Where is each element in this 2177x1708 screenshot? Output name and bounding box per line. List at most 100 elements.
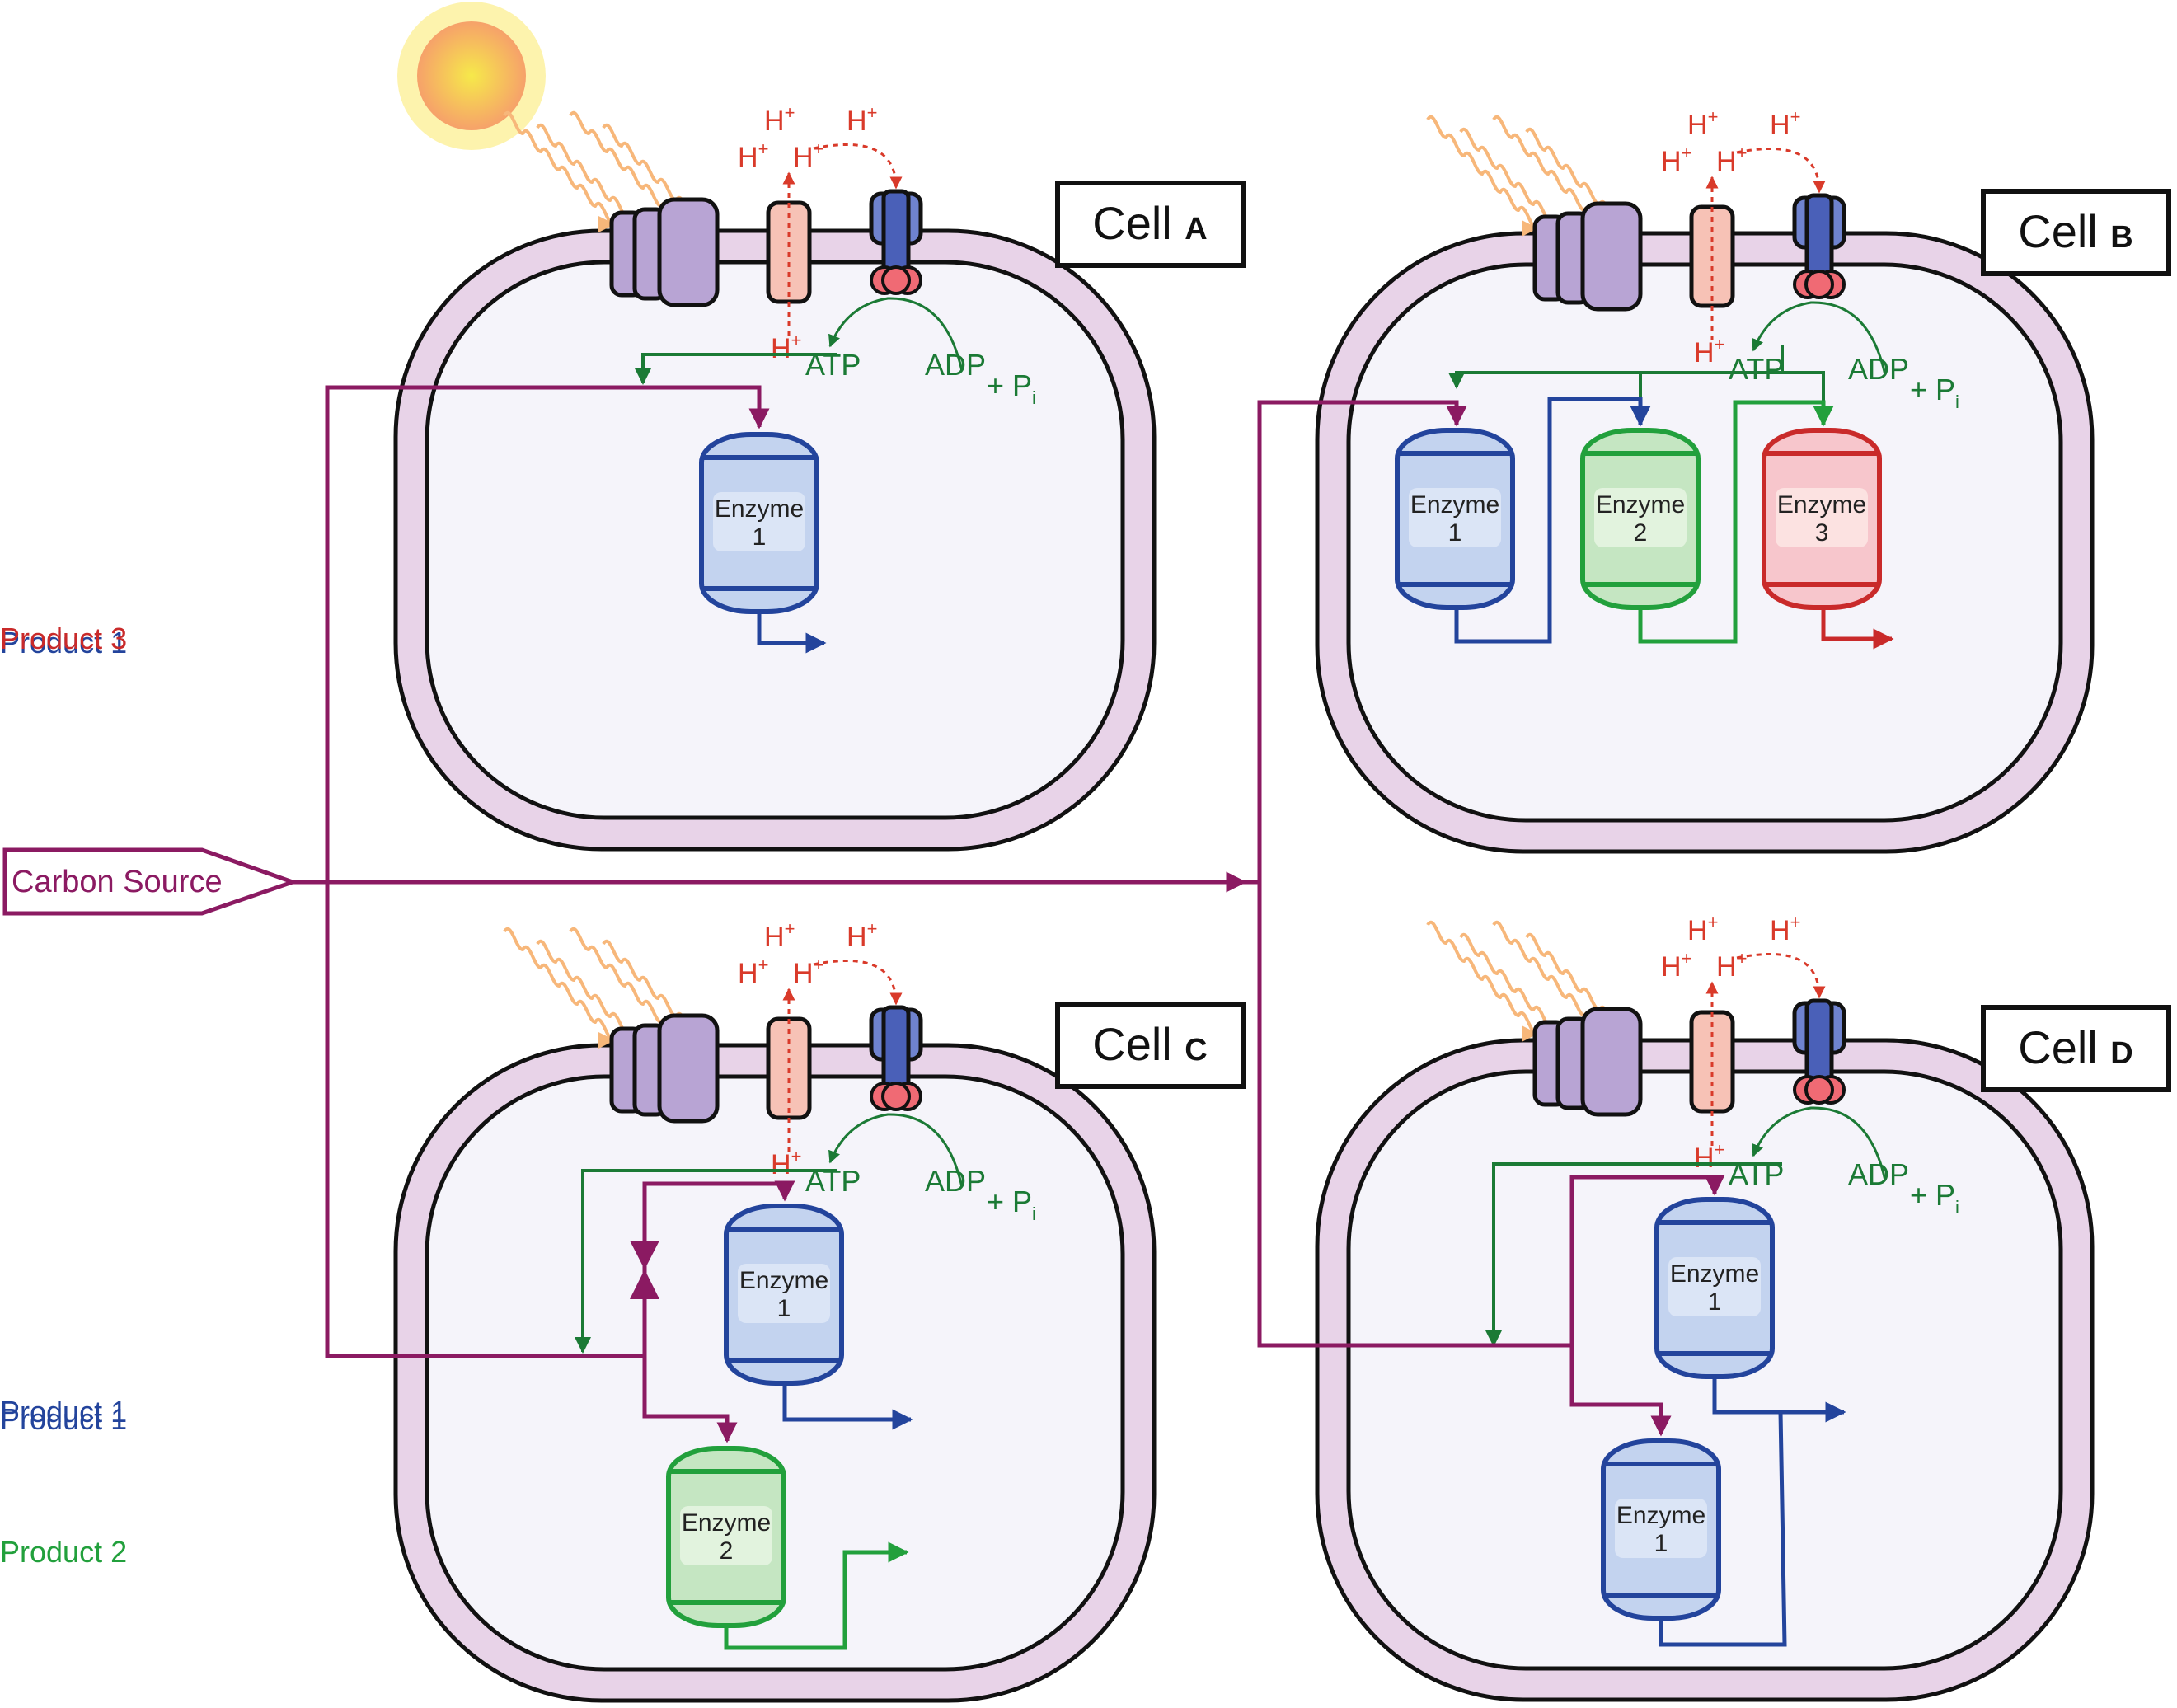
proton-arc (1736, 952, 1826, 999)
proton-label: H+ (793, 138, 823, 173)
adp-label: ADP (1848, 1157, 1909, 1191)
enzyme-label-bg (1776, 488, 1868, 547)
carbon-branch-line (642, 1356, 738, 1443)
carbon-feed-line (1257, 882, 1572, 1348)
proton-label: H+ (847, 918, 877, 953)
light-wave (503, 110, 615, 232)
product-arrow (724, 1541, 909, 1650)
adp-to-atp-arc (828, 297, 964, 372)
enzyme-number: 1 (1708, 1288, 1722, 1316)
product-arrow (757, 612, 827, 654)
cell-title: Cell D (2018, 1021, 2132, 1073)
product-label: Product 1 (0, 1402, 127, 1436)
atp-synthase-stalk (1804, 193, 1834, 280)
carbon-source: Carbon Source (2, 847, 1260, 916)
adp-label: ADP (925, 348, 986, 382)
proton-arc (1736, 147, 1826, 194)
proton-label: H+ (771, 330, 801, 364)
carbon-source-label: Carbon Source (12, 865, 223, 899)
carbon-branch-line (1569, 1175, 1725, 1345)
proton-label: H+ (1661, 948, 1691, 983)
enzyme-number: 3 (1815, 519, 1829, 547)
pi-label: + Pi (1910, 1178, 1959, 1218)
product-label: Product 1 (0, 1395, 127, 1429)
atp-synthase-stalk (881, 189, 911, 276)
enzyme-number: 1 (1448, 519, 1462, 547)
carbon-feed-line (325, 824, 645, 1358)
atp-supply-line (575, 1169, 837, 1354)
proton-label: H+ (1770, 106, 1800, 141)
proton-label: H+ (764, 918, 795, 953)
proton-label: H+ (1694, 1139, 1724, 1174)
product-label: Product 2 (0, 1535, 127, 1569)
enzyme-name: Enzyme (1596, 491, 1685, 518)
atp-synthase-subunit (881, 1082, 911, 1111)
enzyme-name: Enzyme (682, 1509, 771, 1537)
adp-to-atp-arc (1752, 1106, 1887, 1181)
cell-title: Cell A (1092, 197, 1207, 249)
pi-label: + Pi (1910, 373, 1959, 412)
proton-label: H+ (738, 138, 768, 173)
carbon-branch-line (1569, 1345, 1672, 1437)
atp-synthase-stalk (1804, 998, 1834, 1086)
enzyme-label-bg (1594, 488, 1687, 547)
atp-synthase-subunit (1804, 270, 1834, 299)
sun (397, 2, 546, 150)
product-arrow (1712, 1377, 1846, 1423)
adp-label: ADP (1848, 352, 1909, 386)
enzyme-label-bg (713, 492, 805, 551)
cell-title-box (1981, 189, 2171, 276)
product-arrow (782, 1383, 913, 1430)
atp-synthase-subunit (1804, 1075, 1834, 1105)
proton-label: H+ (1661, 143, 1691, 177)
atp-supply-line (1485, 1162, 1782, 1347)
pi-label: + Pi (987, 1185, 1036, 1224)
photosystem-core (1580, 201, 1643, 312)
cell-title-box (1981, 1005, 2171, 1092)
enzyme-output-merge (1659, 1411, 1787, 1647)
enzyme-name: Enzyme (1777, 491, 1866, 518)
atp-synthase-subunit (881, 265, 911, 295)
enzyme2-to-enzyme3 (1638, 400, 1834, 644)
enzyme-label-bg (1615, 1499, 1707, 1558)
enzyme-number: 2 (720, 1537, 734, 1565)
light-wave (1426, 920, 1538, 1042)
light-wave (503, 927, 615, 1049)
enzyme1-to-enzyme2 (1454, 396, 1651, 644)
atp-supply-line (1448, 345, 1784, 389)
proton-label: H+ (764, 102, 795, 137)
enzyme-name: Enzyme (739, 1267, 828, 1294)
proton-label: H+ (847, 102, 877, 137)
enzyme-name: Enzyme (1616, 1502, 1705, 1529)
enzyme-number: 2 (1634, 519, 1648, 547)
carbon-source-arrow-box (2, 847, 299, 916)
valve-icon (630, 1269, 659, 1299)
enzyme-number: 1 (753, 523, 767, 551)
carbon-feed-line (1257, 400, 1467, 1344)
atp-label: ATP (1729, 352, 1784, 386)
enzyme-label-bg (1409, 488, 1501, 547)
sun-core (417, 21, 526, 130)
photosystem-core (657, 1013, 720, 1124)
adp-label: ADP (925, 1164, 986, 1198)
proton-label: H+ (738, 955, 768, 989)
cell-title: Cell B (2018, 205, 2132, 257)
enzyme-name: Enzyme (715, 495, 804, 523)
light-wave (1426, 115, 1538, 237)
cell-title: Cell C (1092, 1018, 1207, 1070)
proton-label: H+ (1716, 948, 1747, 983)
adp-to-atp-arc (1752, 301, 1887, 376)
pi-label: + Pi (987, 368, 1036, 408)
proton-label: H+ (793, 955, 823, 989)
product-label: Product 3 (0, 622, 127, 655)
